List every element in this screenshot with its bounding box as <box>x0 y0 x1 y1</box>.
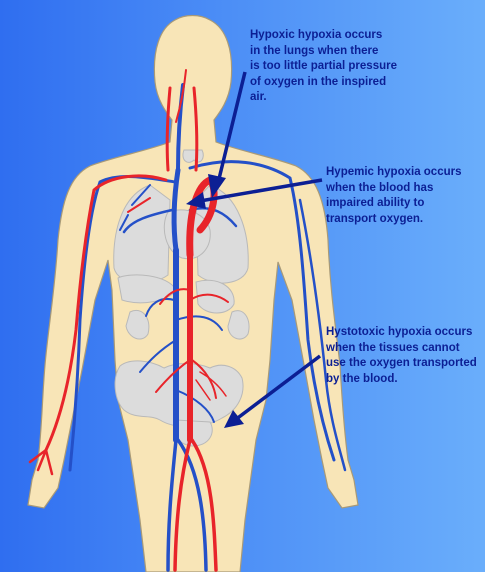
hypoxic-line: air. <box>250 91 267 103</box>
histotoxic-line: by the blood. <box>326 372 398 385</box>
arrow-hypoxic <box>216 71 247 184</box>
hypoxic-line: in the lungs when there <box>250 44 379 57</box>
kidney-right <box>227 310 250 340</box>
histotoxic-line: use the oxygen transported <box>326 357 477 369</box>
veins <box>68 83 347 572</box>
hypemic-line: when the blood has <box>326 181 434 194</box>
hypemic-line: impaired ability to <box>326 197 425 209</box>
hypemic-line: transport oxygen. <box>326 212 424 225</box>
histotoxic-annotation: Hystotoxic hypoxia occurs when the tissu… <box>326 325 477 387</box>
histotoxic-line: when the tissues cannot <box>326 341 460 354</box>
arrow-hypemic-head <box>186 192 206 209</box>
arrow-hypoxic-head <box>208 174 226 198</box>
arrow-histotoxic <box>233 354 322 422</box>
kidney-left <box>125 310 150 340</box>
arrow-histotoxic-head <box>224 410 244 428</box>
arrows <box>186 71 323 428</box>
hypoxic-line: of oxygen in the inspired <box>250 75 387 88</box>
hypoxic-annotation: Hypoxic hypoxia occurs in the lungs when… <box>250 28 397 106</box>
stomach <box>195 279 235 314</box>
intestines <box>114 360 244 428</box>
hypoxic-line: is too little partial pressure <box>250 60 397 72</box>
hypemic-line: Hypemic hypoxia occurs <box>326 166 462 178</box>
hypemic-annotation: Hypemic hypoxia occurs when the blood ha… <box>326 165 462 227</box>
histotoxic-line: Hystotoxic hypoxia occurs <box>326 326 473 338</box>
thyroid <box>182 149 204 163</box>
hypoxic-line: Hypoxic hypoxia occurs <box>250 29 383 41</box>
arrow-hypemic <box>199 178 323 203</box>
